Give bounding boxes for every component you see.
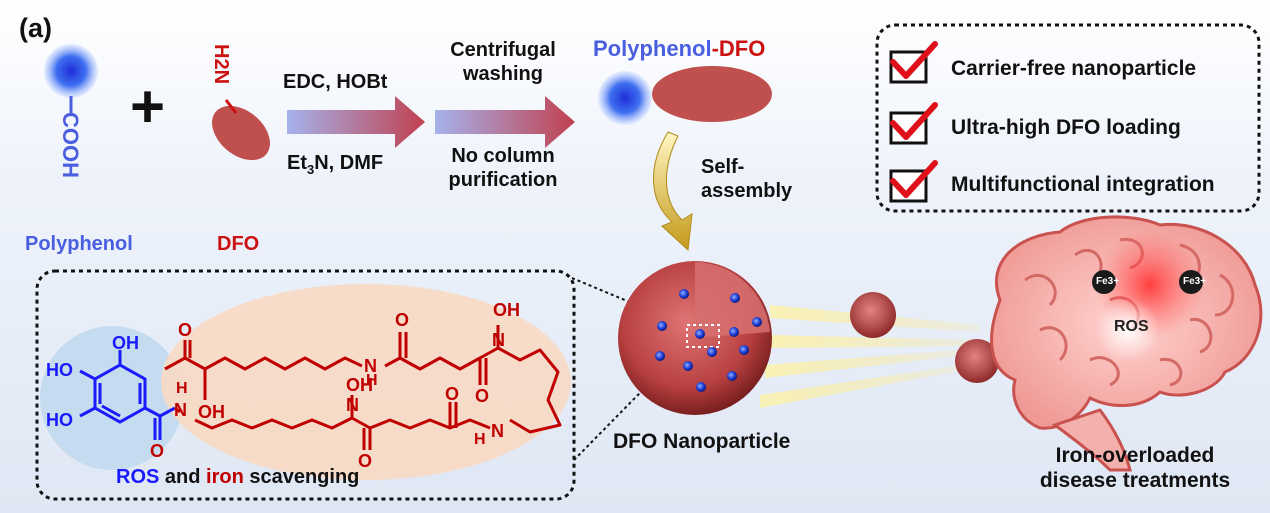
conjugate-dfo-ellipse: [652, 66, 772, 122]
polyphenol-highlight: [40, 326, 184, 470]
atom-o-carbonyl-3: O: [358, 451, 373, 471]
product-label: Polyphenol-DFO: [593, 36, 766, 61]
plus-sign: +: [130, 73, 166, 140]
atom-n-amide-2: N: [364, 356, 377, 376]
atom-ho-middle: HO: [46, 360, 73, 380]
atom-o-carbonyl-4: O: [445, 384, 460, 404]
atom-oh-hydroxamate: OH: [198, 402, 225, 422]
feature-carrier-free: Carrier-free nanoparticle: [951, 57, 1197, 80]
checkbox-icon: [889, 160, 938, 203]
fe-ion-label-right: Fe3+: [1183, 276, 1207, 287]
atom-h-amide-3: H: [474, 431, 486, 448]
atom-n-hydroxamate-3: N: [346, 395, 359, 415]
gallic-acid-ring: [79, 350, 176, 440]
small-nanoparticle: [955, 339, 999, 383]
polyphenol-label: Polyphenol: [25, 233, 133, 255]
fe-ion-label-left: Fe3+: [1096, 276, 1120, 287]
cooh-group-label: COOH: [58, 112, 83, 178]
dfo-ellipse: [212, 105, 270, 161]
features-box: [875, 23, 1261, 213]
reaction-arrow-1: [287, 96, 425, 148]
atom-h-amide-2: H: [366, 372, 378, 389]
atom-h-amide: H: [176, 380, 188, 397]
small-nanoparticle: [850, 292, 896, 338]
reagents-bottom: Et3N, DMF: [287, 152, 384, 177]
atom-ho-bottom: HO: [46, 410, 73, 430]
atom-o-carbonyl-2: O: [475, 386, 490, 406]
dfo-highlight: [161, 284, 571, 480]
zoom-box: [686, 324, 720, 348]
atom-n-amide: N: [174, 400, 187, 420]
polyphenol-sphere: [44, 44, 98, 98]
atom-n-amide-3: N: [491, 421, 504, 441]
reagents-top: EDC, HOBt: [283, 71, 388, 93]
amine-group-label: H2N: [210, 44, 232, 85]
atom-oh-hydroxamate-3: OH: [346, 375, 373, 395]
reaction-arrow-2: [435, 96, 575, 148]
conjugate-polyphenol-sphere: [598, 71, 652, 125]
dfo-chain: [164, 325, 562, 450]
feature-multifunctional: Multifunctional integration: [951, 173, 1215, 196]
atom-o-amide: O: [150, 441, 165, 461]
checkbox-icon: [889, 41, 938, 84]
panel-label: (a): [19, 13, 52, 43]
nanoparticle-dots: [655, 289, 762, 392]
dfo-linker: [224, 99, 238, 114]
structure-box: [35, 269, 576, 501]
atom-o-acetyl: O: [178, 320, 193, 340]
self-assembly-label: Self-assembly: [701, 156, 793, 202]
self-assembly-arrow: [652, 131, 693, 252]
structure-caption: ROS and iron scavenging: [116, 466, 360, 488]
ros-label: ROS: [1114, 318, 1149, 335]
atom-oh-hydroxamate-2: OH: [493, 300, 520, 320]
checkbox-icon: [889, 102, 938, 145]
atom-oh-top: OH: [112, 333, 139, 353]
atom-n-hydroxamate: N: [492, 330, 505, 350]
brain-illustration: [990, 215, 1263, 472]
atom-o-carbonyl-1: O: [395, 310, 410, 330]
feature-high-loading: Ultra-high DFO loading: [951, 116, 1181, 139]
dfo-label: DFO: [217, 233, 260, 255]
nanoparticle-label: DFO Nanoparticle: [613, 430, 791, 453]
